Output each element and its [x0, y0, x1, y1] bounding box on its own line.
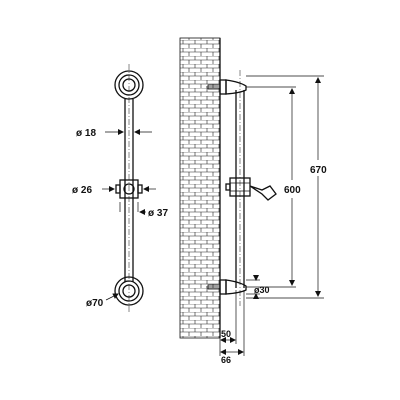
label-50: 50: [221, 329, 231, 339]
top-bracket: [114, 70, 144, 100]
rail-tube: [124, 99, 134, 282]
dim-d26: ø 26: [72, 185, 156, 196]
dim-d37: ø 37: [119, 202, 168, 219]
slider-holder-side: [225, 177, 277, 201]
side-view: 600 670 ø30 50: [179, 37, 327, 365]
dim-600: 600: [246, 86, 301, 288]
bottom-bracket: [114, 276, 144, 306]
dim-d18: ø 18: [76, 128, 152, 139]
rail-tube-side: [235, 70, 245, 306]
label-d37: ø 37: [148, 208, 168, 219]
label-d30: ø30: [254, 285, 270, 295]
dim-50: 50: [219, 290, 237, 344]
label-600: 600: [284, 185, 301, 196]
dim-670: 670: [246, 75, 327, 299]
brick-wall: [179, 37, 221, 339]
slider-holder: [115, 179, 143, 210]
dim-d70: ø70: [86, 293, 119, 309]
dim-d30: ø30: [246, 275, 270, 299]
label-d18: ø 18: [76, 128, 96, 139]
bottom-bracket-side: [206, 279, 247, 295]
front-view: ø 18 ø 26 ø 37 ø70: [72, 64, 168, 312]
label-d26: ø 26: [72, 185, 92, 196]
label-66: 66: [221, 355, 231, 365]
label-d70: ø70: [86, 298, 104, 309]
label-670: 670: [310, 165, 327, 176]
dim-66: 66: [219, 290, 245, 365]
top-bracket-side: [206, 79, 247, 95]
